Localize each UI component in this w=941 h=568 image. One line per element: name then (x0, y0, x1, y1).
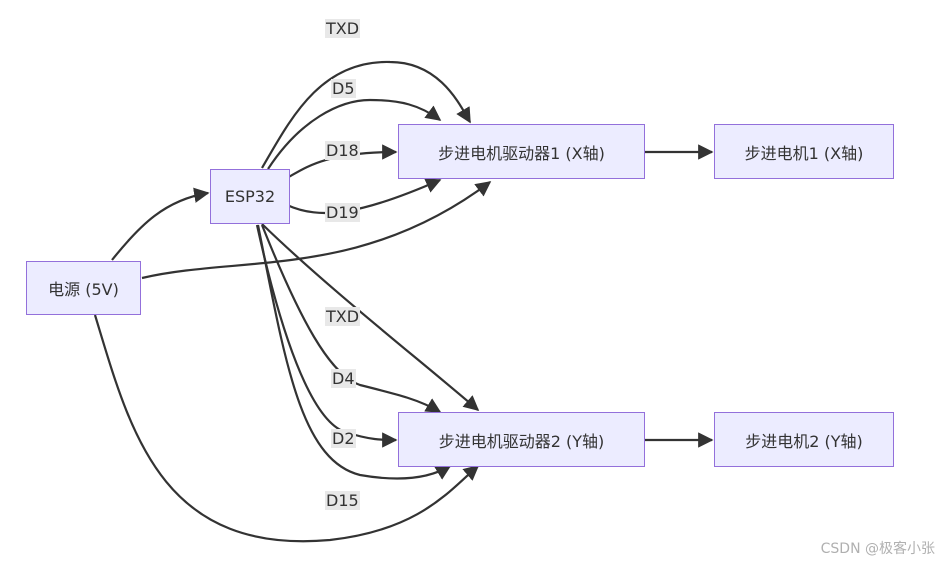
node-driver1: 步进电机驱动器1 (X轴) (398, 124, 645, 179)
edge-power-esp32 (111, 187, 210, 261)
edge-label-txd-y: TXD (325, 307, 361, 326)
edge-esp32-driver1-txd (261, 60, 471, 169)
node-power: 电源 (5V) (26, 261, 141, 315)
edge-label-d15: D15 (325, 491, 360, 510)
watermark: CSDN @极客小张 (820, 541, 935, 557)
edge-power-driver1 (141, 181, 492, 280)
edge-power-driver2-d15 (93, 314, 480, 543)
edge-label-d4: D4 (331, 369, 356, 388)
node-motor1: 步进电机1 (X轴) (714, 124, 894, 179)
edge-esp32-driver2-extra (256, 224, 452, 480)
edge-label-d2: D2 (331, 429, 356, 448)
node-motor2: 步进电机2 (Y轴) (714, 412, 894, 467)
node-driver2: 步进电机驱动器2 (Y轴) (398, 412, 645, 467)
node-esp32: ESP32 (210, 169, 290, 224)
edge-esp32-driver2-d2 (255, 224, 398, 448)
edge-label-d5: D5 (331, 79, 356, 98)
edge-esp32-driver2-txd (261, 223, 480, 412)
edge-esp32-driver1-d19 (286, 178, 442, 214)
edge-esp32-driver1-d18 (286, 144, 398, 179)
edge-esp32-driver1-d5 (267, 98, 442, 170)
edge-label-d18: D18 (325, 141, 360, 160)
edge-label-d19: D19 (325, 203, 360, 222)
edge-label-txd-x: TXD (325, 19, 361, 38)
